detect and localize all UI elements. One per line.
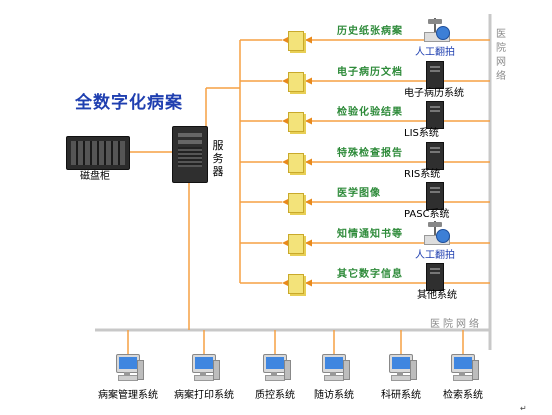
system-to-document-arrow [305,158,312,166]
source-document-label: 电子病历文档 [337,67,403,78]
paragraph-mark: ↵ [520,404,527,413]
workstation-icon [451,354,479,384]
diagram-title: 全数字化病案 [75,93,183,113]
client-system-label: 病案管理系统 [98,390,158,401]
main-server-label: 服务器 [212,139,224,178]
source-document-label: 其它数字信息 [337,269,403,280]
bus-to-document-arrow [282,198,289,206]
source-system-label: 电子病历系统 [404,88,464,99]
source-system-label: 人工翻拍 [415,47,455,58]
source-document-label: 检验化验结果 [337,107,403,118]
camera-scanner-icon [422,18,450,42]
document-icon [288,234,304,254]
system-to-document-arrow [305,36,312,44]
system-to-document-arrow [305,117,312,125]
bus-to-document-arrow [282,158,289,166]
source-document-label: 医学图像 [337,188,381,199]
client-system-label: 检索系统 [443,390,483,401]
main-server-icon [172,126,208,183]
hospital-network-label-vertical: 医院网络 [496,29,506,82]
system-server-icon [426,61,444,89]
client-system-label: 质控系统 [255,390,295,401]
document-icon [288,31,304,51]
document-icon [288,112,304,132]
source-system-label: 人工翻拍 [415,250,455,261]
document-icon [288,193,304,213]
client-system-label: 病案打印系统 [174,390,234,401]
source-system-label: LIS系统 [404,128,439,139]
workstation-icon [322,354,350,384]
system-server-icon [426,142,444,170]
source-system-label: PASC系统 [404,209,450,220]
source-system-label: 其他系统 [417,290,457,301]
hospital-network-label: 医院网络 [430,319,482,330]
client-system-label: 科研系统 [381,390,421,401]
workstation-icon [116,354,144,384]
disk-cabinet-icon [66,136,130,170]
document-icon [288,153,304,173]
system-to-document-arrow [305,198,312,206]
workstation-icon [263,354,291,384]
bus-to-document-arrow [282,36,289,44]
document-icon [288,72,304,92]
source-system-label: RIS系统 [404,169,441,180]
system-to-document-arrow [305,239,312,247]
disk-cabinet-label: 磁盘柜 [80,171,110,182]
client-system-label: 随访系统 [314,390,354,401]
system-server-icon [426,101,444,129]
camera-scanner-icon [422,221,450,245]
source-document-label: 知情通知书等 [337,229,403,240]
bus-to-document-arrow [282,239,289,247]
source-document-label: 历史纸张病案 [337,26,403,37]
system-server-icon [426,182,444,210]
system-to-document-arrow [305,279,312,287]
system-to-document-arrow [305,77,312,85]
document-icon [288,274,304,294]
bus-to-document-arrow [282,279,289,287]
workstation-icon [192,354,220,384]
source-document-label: 特殊检查报告 [337,148,403,159]
bus-to-document-arrow [282,117,289,125]
bus-to-document-arrow [282,77,289,85]
workstation-icon [389,354,417,384]
system-server-icon [426,263,444,291]
